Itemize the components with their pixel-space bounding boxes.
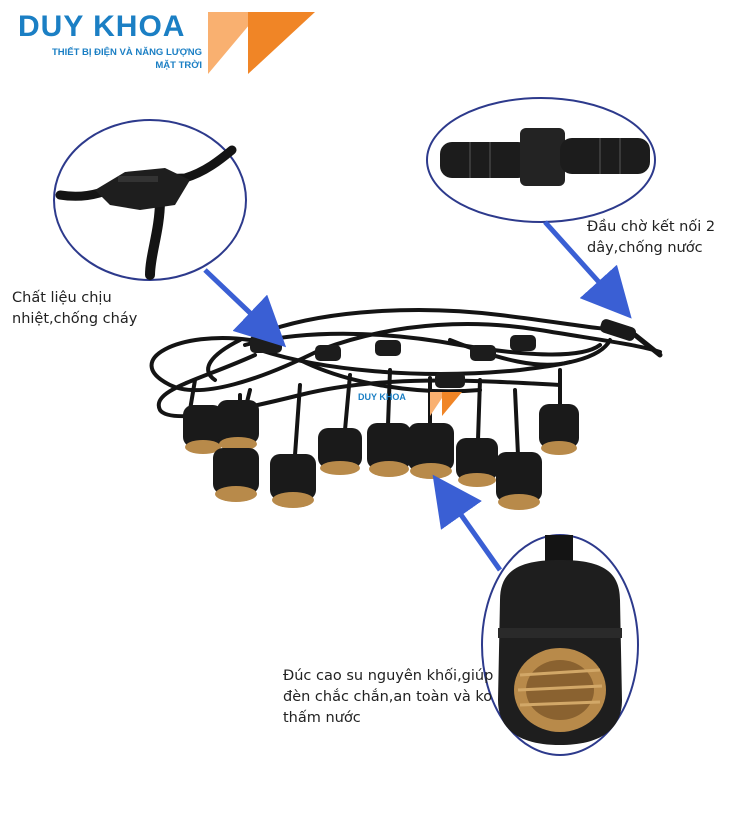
caption-molded-rubber: Đúc cao su nguyên khối,giúp đèn chắc chắ… [283,668,494,726]
brand-tagline: THIẾT BỊ ĐIỆN VÀ NĂNG LƯỢNG MẶT TRỜI [51,47,202,71]
closeup-socket [481,534,639,756]
arrow-connector [543,220,632,319]
brand-name: DUY KHOA [18,10,186,43]
caption-connector: Đầu chờ kết nối 2 dây,chống nước [587,219,716,256]
closeup-junction [53,119,247,281]
pointer-arrows [203,220,632,572]
closeup-connector [426,97,656,223]
brand-logo: DUY KHOA THIẾT BỊ ĐIỆN VÀ NĂNG LƯỢNG MẶT… [10,6,315,76]
arrow-junction [203,268,287,348]
arrow-socket [432,474,503,572]
socket-group [183,400,579,510]
caption-heat-resistant: Chất liệu chịu nhiệt,chống cháy [12,290,138,327]
watermark-text: DUY KHOA [358,392,406,402]
logo-mark-icon [208,12,315,74]
